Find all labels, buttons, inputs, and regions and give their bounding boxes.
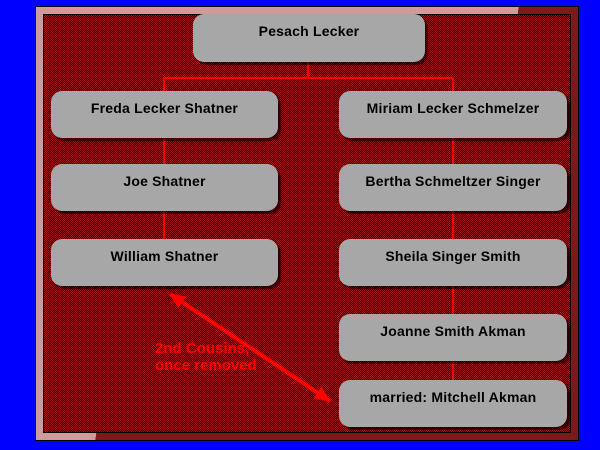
node-miriam-lecker-schmelzer: Miriam Lecker Schmelzer	[339, 91, 567, 138]
node-bertha-schmeltzer-singer: Bertha Schmeltzer Singer	[339, 164, 567, 211]
connector-horizontal	[163, 77, 454, 79]
family-tree-panel: Pesach Lecker Freda Lecker Shatner Joe S…	[35, 6, 579, 441]
connector-left-drop	[163, 77, 165, 91]
node-sheila-singer-smith: Sheila Singer Smith	[339, 239, 567, 286]
node-label: Sheila Singer Smith	[385, 248, 521, 264]
connector-miriam-bertha	[452, 138, 454, 164]
node-label: William Shatner	[110, 248, 219, 264]
node-label: Pesach Lecker	[258, 23, 360, 39]
connector-sheila-joanne	[452, 286, 454, 314]
node-label: Bertha Schmeltzer Singer	[365, 173, 541, 189]
cousins-annotation: 2nd Cousins, once removed	[155, 340, 257, 374]
connector-root-drop	[307, 61, 309, 79]
cousins-annotation-line1: 2nd Cousins,	[155, 340, 250, 357]
node-pesach-lecker: Pesach Lecker	[193, 14, 425, 62]
connector-joe-william	[163, 211, 165, 239]
connector-right-drop	[452, 77, 454, 91]
node-label: Joe Shatner	[123, 173, 206, 189]
connector-freda-joe	[163, 138, 165, 164]
cousins-annotation-line2: once removed	[155, 357, 257, 374]
node-label: Joanne Smith Akman	[380, 323, 526, 339]
node-joe-shatner: Joe Shatner	[51, 164, 278, 211]
node-joanne-smith-akman: Joanne Smith Akman	[339, 314, 567, 361]
node-married-mitchell-akman: married: Mitchell Akman	[339, 380, 567, 427]
connector-bertha-sheila	[452, 211, 454, 239]
node-label: Freda Lecker Shatner	[90, 100, 239, 116]
node-william-shatner: William Shatner	[51, 239, 278, 286]
node-label: married: Mitchell Akman	[369, 389, 537, 405]
connector-joanne-married	[452, 361, 454, 380]
node-label: Miriam Lecker Schmelzer	[366, 100, 540, 116]
node-freda-lecker-shatner: Freda Lecker Shatner	[51, 91, 278, 138]
